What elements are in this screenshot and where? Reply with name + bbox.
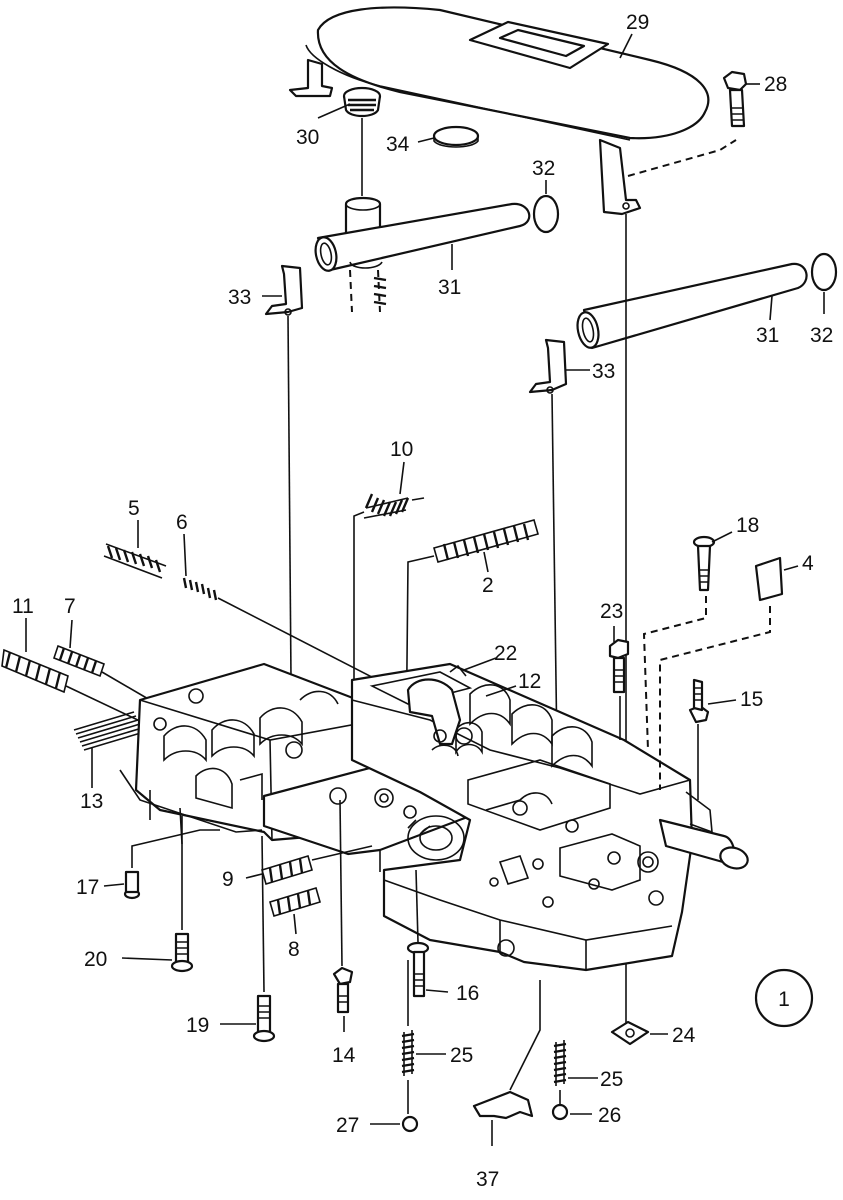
callout-8: 8 <box>288 938 300 961</box>
figure-marker-label: 1 <box>778 988 790 1011</box>
clip-33-right <box>528 338 568 394</box>
spring-7 <box>53 644 151 701</box>
callout-10: 10 <box>390 438 413 461</box>
callout-34: 34 <box>386 133 410 156</box>
ball-27 <box>401 1115 419 1133</box>
seal-30 <box>342 86 382 118</box>
callout-labels: 29 28 30 34 32 31 33 31 32 33 10 5 6 2 1… <box>12 11 833 1191</box>
valve-body <box>119 662 749 972</box>
callout-25-left: 25 <box>450 1044 473 1067</box>
figure-marker: 1 <box>754 968 814 1028</box>
plug-34 <box>432 125 480 148</box>
cover-plate-29 <box>288 6 710 216</box>
callout-31-upper: 31 <box>438 276 461 299</box>
bolt-14 <box>332 799 354 1032</box>
callout-32-upper: 32 <box>532 157 555 180</box>
washer-24 <box>610 1020 650 1046</box>
plate-4 <box>659 556 784 790</box>
bolt-18 <box>642 535 716 751</box>
spring-5 <box>103 543 167 579</box>
o-ring-32-lower <box>810 252 838 292</box>
spring-8 <box>269 886 321 918</box>
callout-6: 6 <box>176 511 188 534</box>
callout-9: 9 <box>222 868 234 891</box>
callout-4: 4 <box>802 552 814 575</box>
callout-20: 20 <box>84 948 107 971</box>
callout-12: 12 <box>518 670 541 693</box>
o-ring-32-upper <box>532 194 560 234</box>
callout-22: 22 <box>494 642 517 665</box>
callout-28: 28 <box>764 73 787 96</box>
bolt-20 <box>170 816 194 973</box>
bolt-19 <box>252 835 276 1043</box>
bolt-16 <box>406 869 430 998</box>
callout-16: 16 <box>456 982 479 1005</box>
pipe-31-lower <box>576 262 808 350</box>
callout-24: 24 <box>672 1024 696 1047</box>
spring-25-right <box>553 1040 567 1104</box>
callout-11: 11 <box>12 595 34 618</box>
ball-26 <box>551 1103 569 1121</box>
leader-lines <box>25 33 825 1125</box>
spring-9 <box>261 845 373 886</box>
callout-33-right: 33 <box>592 360 615 383</box>
callout-33-left: 33 <box>228 286 251 309</box>
spring-25-left <box>401 960 415 1114</box>
screw-17 <box>123 829 220 900</box>
spring-10 <box>353 493 425 712</box>
callout-15: 15 <box>740 688 763 711</box>
callout-14: 14 <box>332 1044 356 1067</box>
callout-26: 26 <box>598 1104 621 1127</box>
callout-7: 7 <box>64 595 76 618</box>
callout-30: 30 <box>296 126 319 149</box>
callout-25-right: 25 <box>600 1068 623 1091</box>
callout-31-lower: 31 <box>756 324 779 347</box>
callout-19: 19 <box>186 1014 209 1037</box>
callout-29: 29 <box>626 11 649 34</box>
callout-27: 27 <box>336 1114 359 1137</box>
callout-17: 17 <box>76 876 99 899</box>
bolt-15 <box>688 678 710 800</box>
callout-23: 23 <box>600 600 623 623</box>
callout-18: 18 <box>736 514 759 537</box>
callout-32-lower: 32 <box>810 324 833 347</box>
bolt-23 <box>608 638 630 740</box>
clip-33-left <box>264 264 304 316</box>
bracket-37 <box>472 980 541 1146</box>
pipe-31-upper <box>314 196 531 313</box>
callout-5: 5 <box>128 497 140 520</box>
shims-13 <box>73 711 145 776</box>
callout-13: 13 <box>80 790 103 813</box>
callout-2: 2 <box>482 574 494 597</box>
spring-11 <box>1 648 143 723</box>
bolt-28 <box>722 70 748 128</box>
callout-37: 37 <box>476 1168 499 1191</box>
